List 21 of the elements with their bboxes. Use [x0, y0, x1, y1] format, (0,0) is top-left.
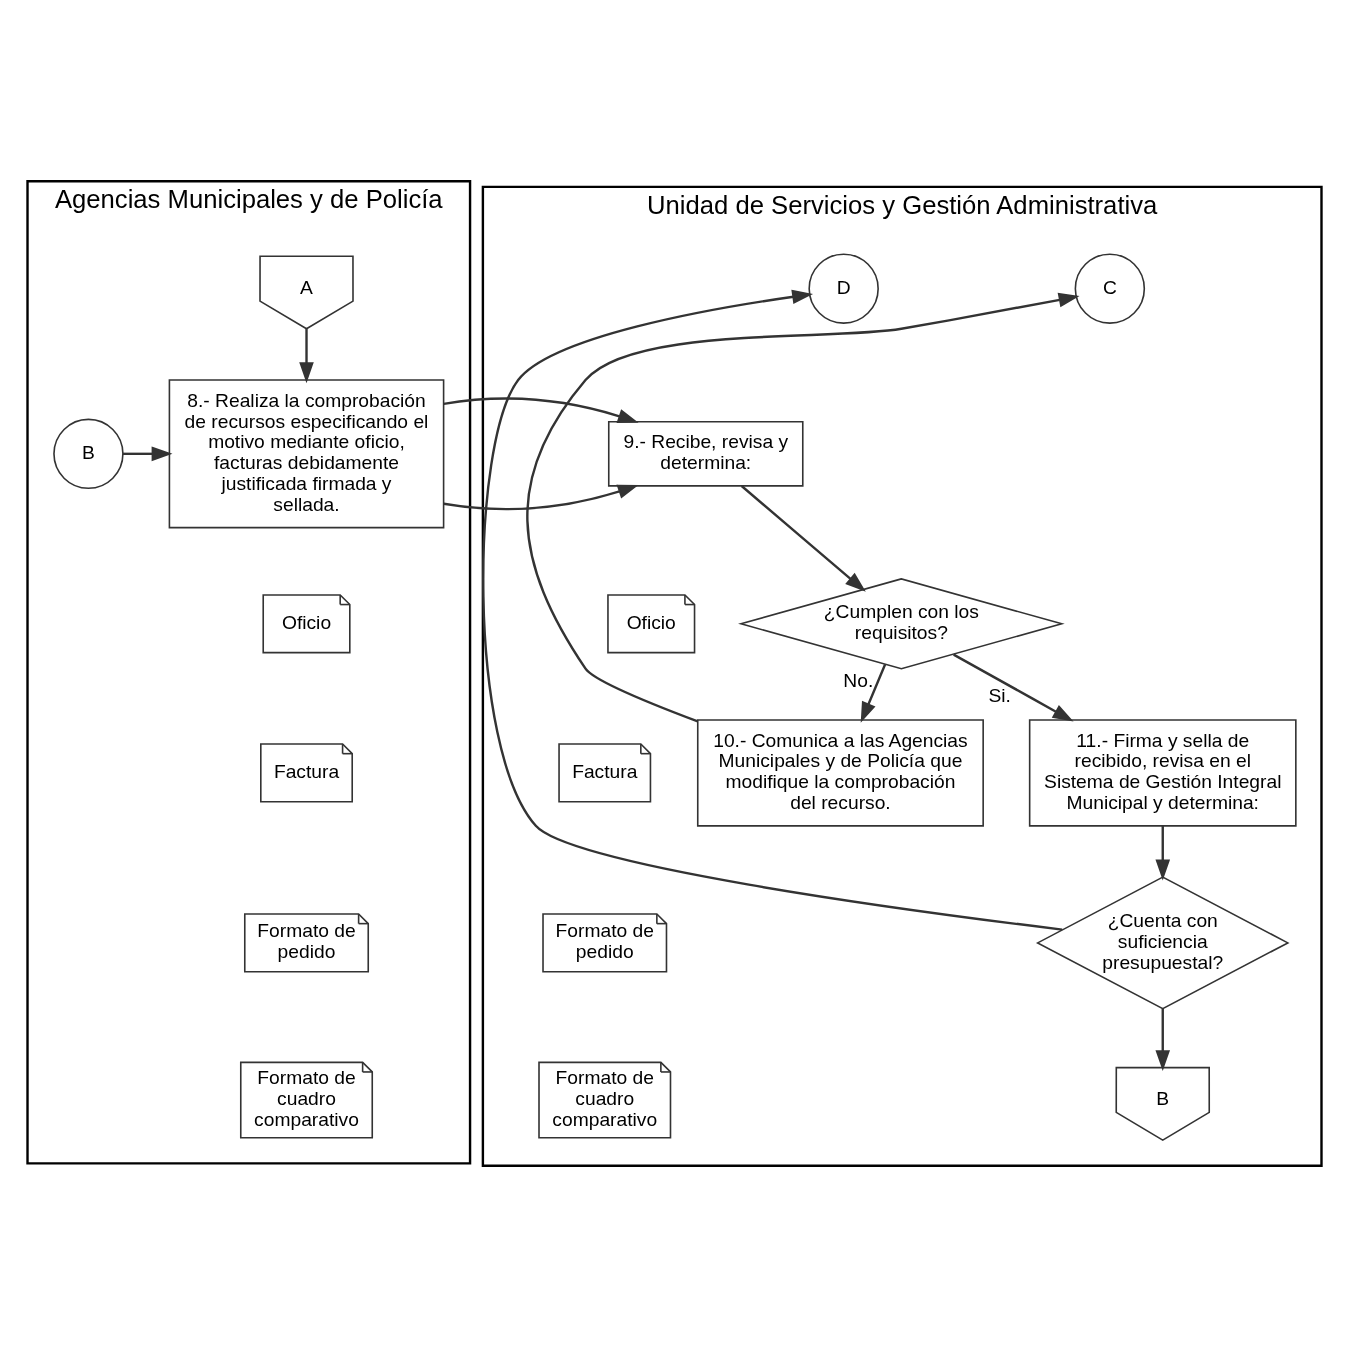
- node-circle: D: [808, 253, 879, 324]
- node-box: 8.- Realiza la comprobación de recursos especificando el motivo mediante oficio, facturas debidamente justificada firmada y sellada.: [168, 379, 445, 529]
- arrow: [1155, 825, 1171, 881]
- arrow: [122, 446, 173, 462]
- arrow: [860, 664, 887, 723]
- node-circle: C: [1074, 253, 1146, 324]
- arrow: [299, 329, 314, 384]
- arrow: [1155, 1008, 1171, 1072]
- node-box: 10.- Comunica a las Agencias Municipales y de Policía que modifique la comprobación del recurso.: [696, 719, 984, 827]
- arrow: [526, 292, 1080, 723]
- node-diamond: ¿Cuenta con suficiencia presupuestal?: [1035, 876, 1290, 1010]
- arrow: [482, 289, 1063, 931]
- node-box: 9.- Recibe, revisa y determina:: [607, 420, 804, 487]
- node-diamond: ¿Cumplen con los requisitos?: [738, 578, 1065, 670]
- arrow: [953, 653, 1074, 722]
- node-circle: B: [53, 418, 124, 490]
- arrow: [740, 485, 866, 592]
- edge-label: Si.: [988, 685, 1011, 707]
- edge-label: No.: [843, 669, 874, 691]
- arrow: [443, 397, 639, 511]
- node-box: 11.- Firma y sella de recibido, revisa en el Sistema de Gestión Integral Municipal y determina:: [1028, 719, 1297, 827]
